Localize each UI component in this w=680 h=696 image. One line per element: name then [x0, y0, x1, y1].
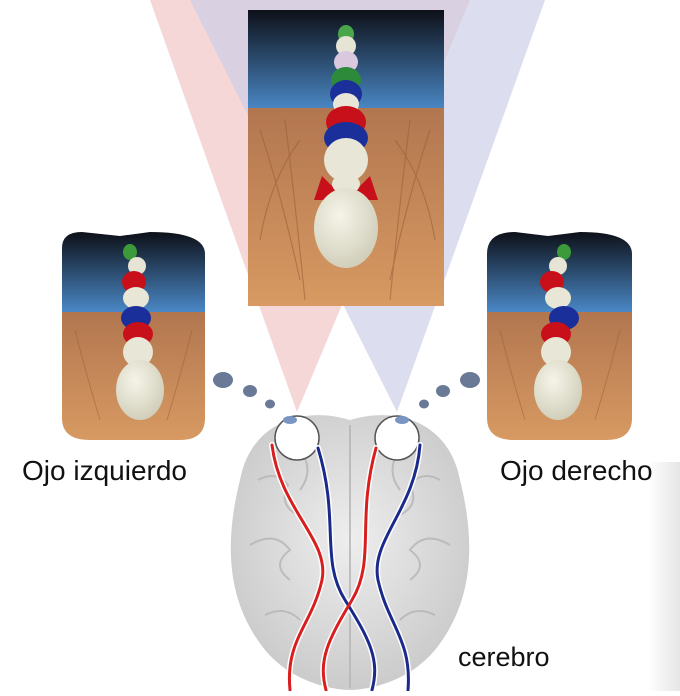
brain-icon	[231, 415, 469, 690]
right-eye-icon	[375, 416, 419, 460]
right-eye-label: Ojo derecho	[500, 455, 653, 487]
right-eye-scene-image	[487, 232, 632, 440]
background-edge	[648, 462, 680, 691]
brain-label: cerebro	[458, 642, 550, 673]
fused-scene-image	[248, 10, 444, 306]
left-eye-icon	[275, 416, 319, 460]
left-connector-dots	[213, 372, 275, 409]
left-eye-scene-image	[62, 232, 205, 440]
left-eye-label: Ojo izquierdo	[22, 455, 187, 487]
right-connector-dots	[419, 372, 480, 409]
